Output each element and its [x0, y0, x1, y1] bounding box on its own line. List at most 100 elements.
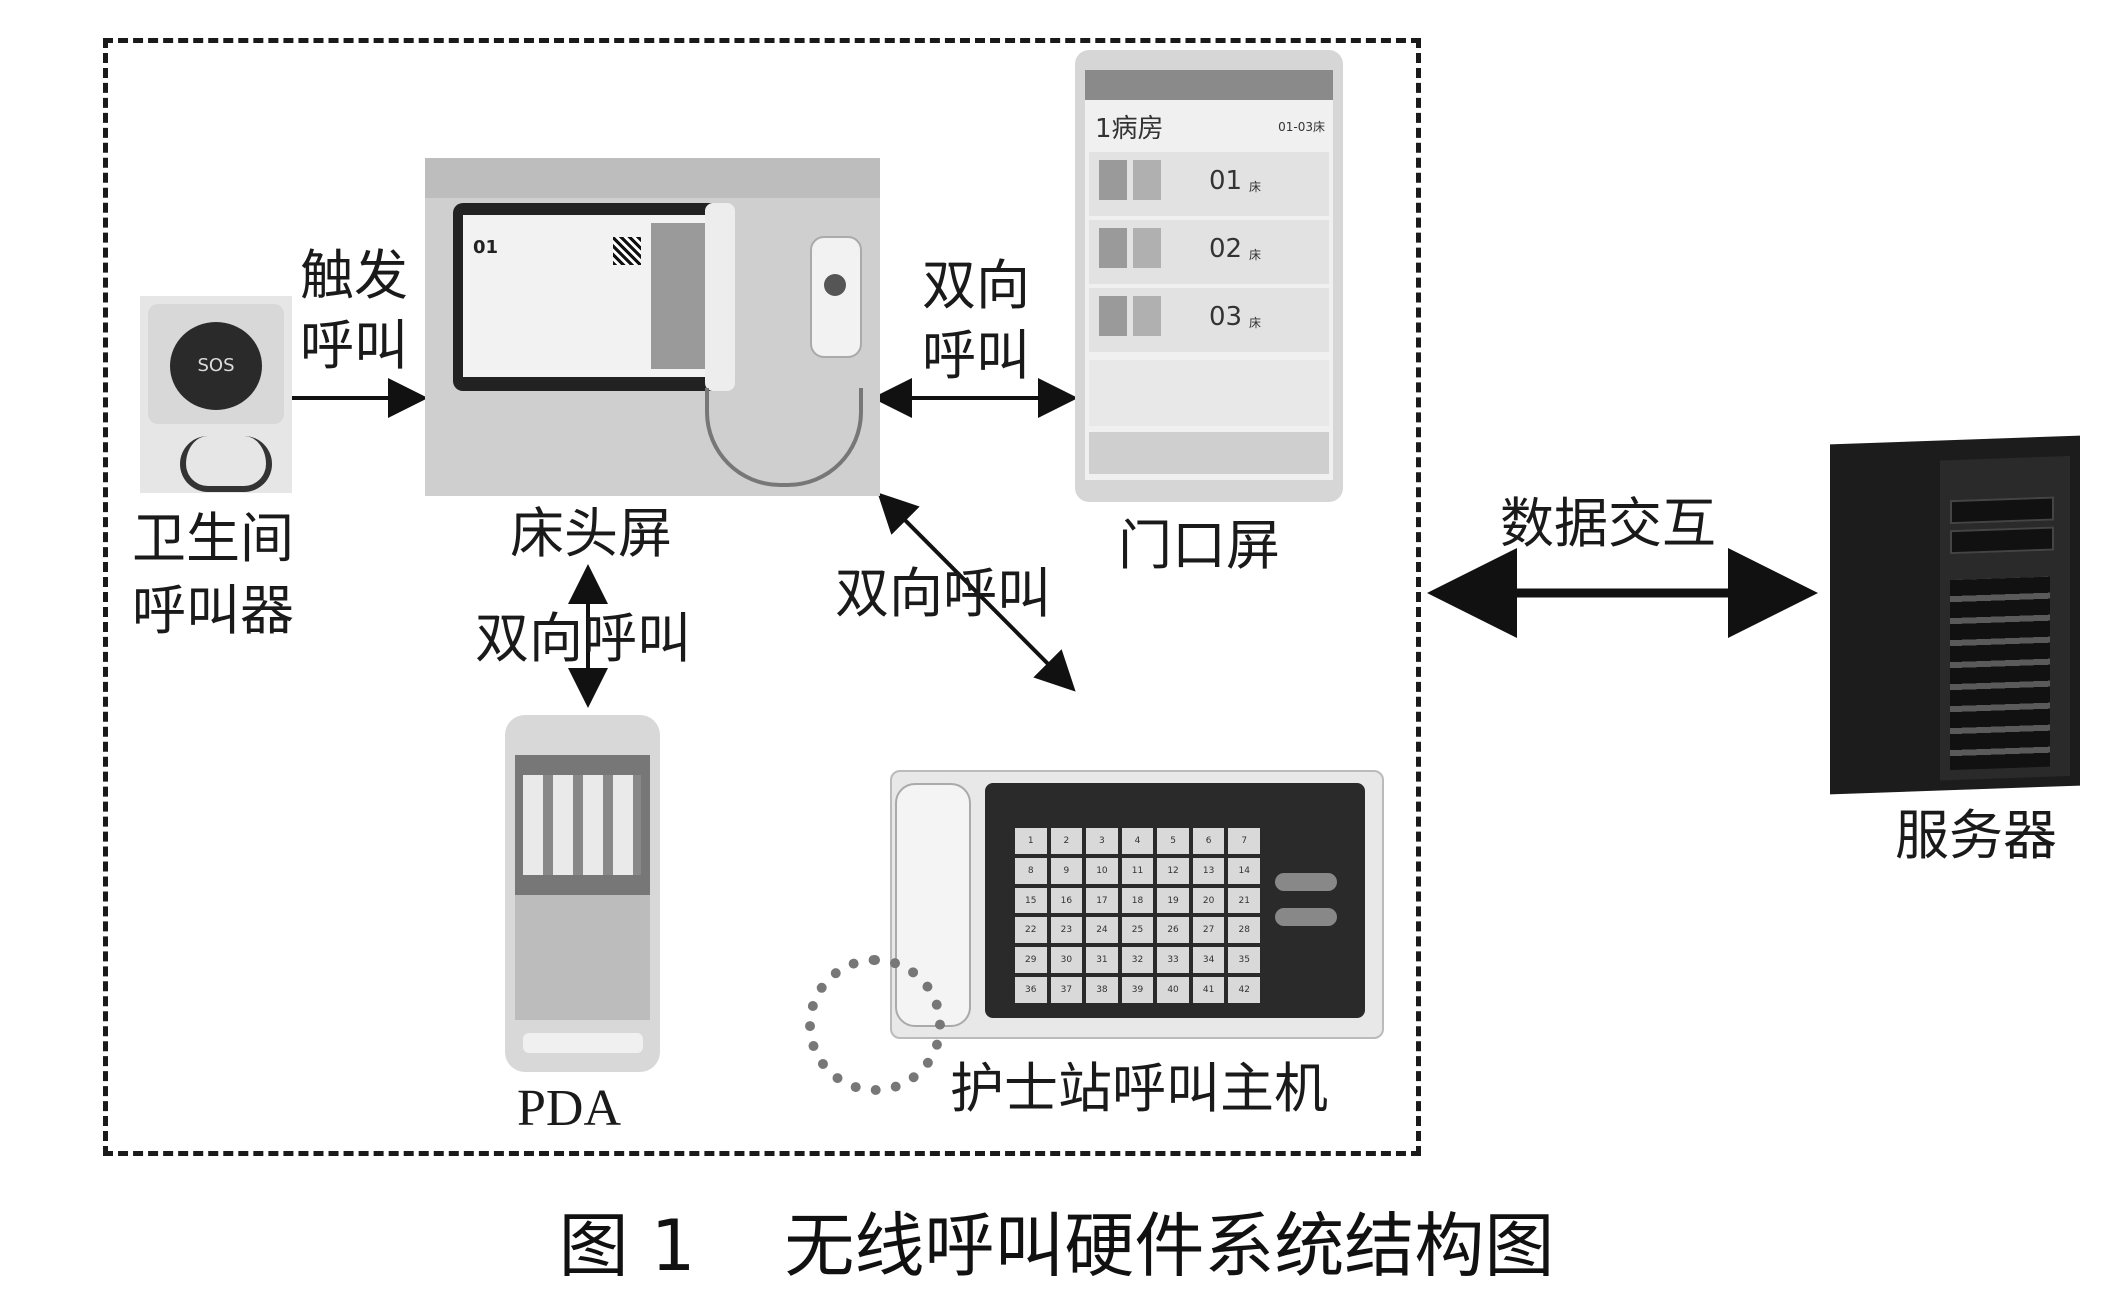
keypad-cell: 37	[1050, 977, 1083, 1003]
nurse-photo	[1133, 228, 1161, 268]
bed-number: 03	[1209, 302, 1243, 332]
bed-number: 02	[1209, 234, 1243, 264]
keypad-cell: 7	[1228, 828, 1260, 854]
door-bed-row: 03 床	[1089, 288, 1329, 352]
keypad-cell: 22	[1015, 917, 1047, 944]
coiled-cord	[805, 955, 945, 1095]
bedside-side-panel	[651, 223, 707, 369]
system-boundary	[103, 38, 1421, 1156]
keypad-cell: 25	[1121, 917, 1154, 944]
toilet-caller-photo: SOS	[140, 296, 292, 493]
keypad-cell: 3	[1086, 828, 1118, 854]
bedside-label: 床头屏	[510, 502, 672, 565]
keypad-cell: 38	[1086, 977, 1118, 1003]
bedside-monitor-display: 01	[463, 215, 713, 377]
keypad-cell: 33	[1157, 947, 1189, 974]
keypad-cell: 29	[1015, 947, 1047, 974]
pda-photo	[505, 715, 660, 1072]
keypad-cell: 28	[1228, 917, 1260, 944]
keypad-cell: 9	[1050, 857, 1083, 884]
bedside-monitor: 01	[453, 203, 735, 391]
keypad-cell: 24	[1086, 917, 1118, 944]
door-room-title: 1病房	[1095, 114, 1164, 144]
server-photo	[1830, 435, 2080, 795]
keypad-cell: 40	[1157, 977, 1189, 1003]
doctor-photo	[1099, 160, 1127, 200]
nurse-photo	[1133, 296, 1161, 336]
keypad-cell: 42	[1228, 977, 1260, 1003]
door-bed-range: 01-03床	[1278, 120, 1325, 134]
keypad-cell: 39	[1121, 977, 1154, 1003]
bed-door-label-1: 双向	[922, 254, 1030, 317]
keypad-cell: 31	[1086, 947, 1118, 974]
keypad-cell: 13	[1192, 857, 1225, 884]
pda-wallpaper	[515, 895, 650, 1020]
figure-caption: 图 1 无线呼叫硬件系统结构图	[0, 1190, 2113, 1291]
keypad-cell: 18	[1121, 887, 1154, 914]
pda-screen	[515, 755, 650, 1020]
bedside-side-module	[705, 203, 735, 391]
keypad-cell: 36	[1015, 977, 1047, 1003]
keypad-cell: 14	[1228, 857, 1260, 884]
keypad-cell: 19	[1157, 887, 1189, 914]
keypad-cell: 27	[1192, 917, 1225, 944]
figure-title: 无线呼叫硬件系统结构图	[784, 1205, 1555, 1287]
bedside-handset	[810, 236, 862, 358]
door-screen-display: 1病房 01-03床 01 床 02 床 03 床	[1085, 70, 1333, 480]
bed-nurse-label: 双向呼叫	[835, 562, 1051, 625]
server-bay	[1950, 496, 2054, 525]
keypad-cell: 20	[1192, 887, 1225, 914]
keypad-cell: 6	[1192, 828, 1225, 854]
bed-suffix: 床	[1249, 180, 1262, 194]
door-staff-row	[1089, 360, 1329, 426]
door-bottom-bar	[1089, 432, 1329, 474]
keypad-cell: 11	[1121, 857, 1154, 884]
handset-cable	[705, 388, 863, 487]
pda-app-grid	[523, 775, 641, 875]
keypad-cell: 16	[1050, 887, 1083, 914]
door-bed-row: 01 床	[1089, 152, 1329, 216]
qr-code	[613, 237, 641, 265]
keypad-cell: 35	[1228, 947, 1260, 974]
keypad-cell: 12	[1157, 857, 1189, 884]
bedside-room-number: 01	[473, 237, 499, 258]
door-topbar	[1085, 70, 1333, 100]
figure-number: 图 1	[558, 1205, 696, 1287]
trigger-label-2: 呼叫	[300, 314, 408, 377]
server-bay	[1950, 526, 2054, 555]
cable	[180, 436, 272, 492]
sos-button: SOS	[170, 322, 262, 410]
door-screen-photo: 1病房 01-03床 01 床 02 床 03 床	[1075, 50, 1343, 502]
bedside-rail	[425, 158, 880, 198]
keypad-cell: 21	[1228, 887, 1260, 914]
bedside-screen-photo: 01	[425, 158, 880, 496]
keypad-cell: 2	[1050, 828, 1083, 854]
action-pill	[1275, 908, 1337, 926]
keypad-cell: 4	[1121, 828, 1154, 854]
door-label: 门口屏	[1118, 514, 1280, 577]
nurse-station-label: 护士站呼叫主机	[950, 1057, 1328, 1120]
keypad-cell: 15	[1015, 887, 1047, 914]
keypad-cell: 10	[1086, 857, 1118, 884]
keypad-cell: 8	[1015, 857, 1047, 884]
trigger-label-1: 触发	[300, 244, 408, 307]
bed-suffix: 床	[1249, 316, 1262, 330]
bed-suffix: 床	[1249, 248, 1262, 262]
keypad-cell: 26	[1157, 917, 1189, 944]
pda-label: PDA	[517, 1080, 622, 1137]
doctor-photo	[1099, 228, 1127, 268]
nurse-photo	[1133, 160, 1161, 200]
action-pill	[1275, 873, 1337, 891]
keypad-cell: 5	[1157, 828, 1189, 854]
toilet-caller-label-2: 呼叫器	[132, 579, 294, 642]
keypad-cell: 17	[1086, 887, 1118, 914]
handset-button	[824, 274, 846, 296]
bed-door-label-2: 呼叫	[922, 324, 1030, 387]
bed-pda-label: 双向呼叫	[475, 607, 691, 670]
door-bed-row: 02 床	[1089, 220, 1329, 284]
pda-keys	[523, 1033, 643, 1053]
keypad-cell: 30	[1050, 947, 1083, 974]
